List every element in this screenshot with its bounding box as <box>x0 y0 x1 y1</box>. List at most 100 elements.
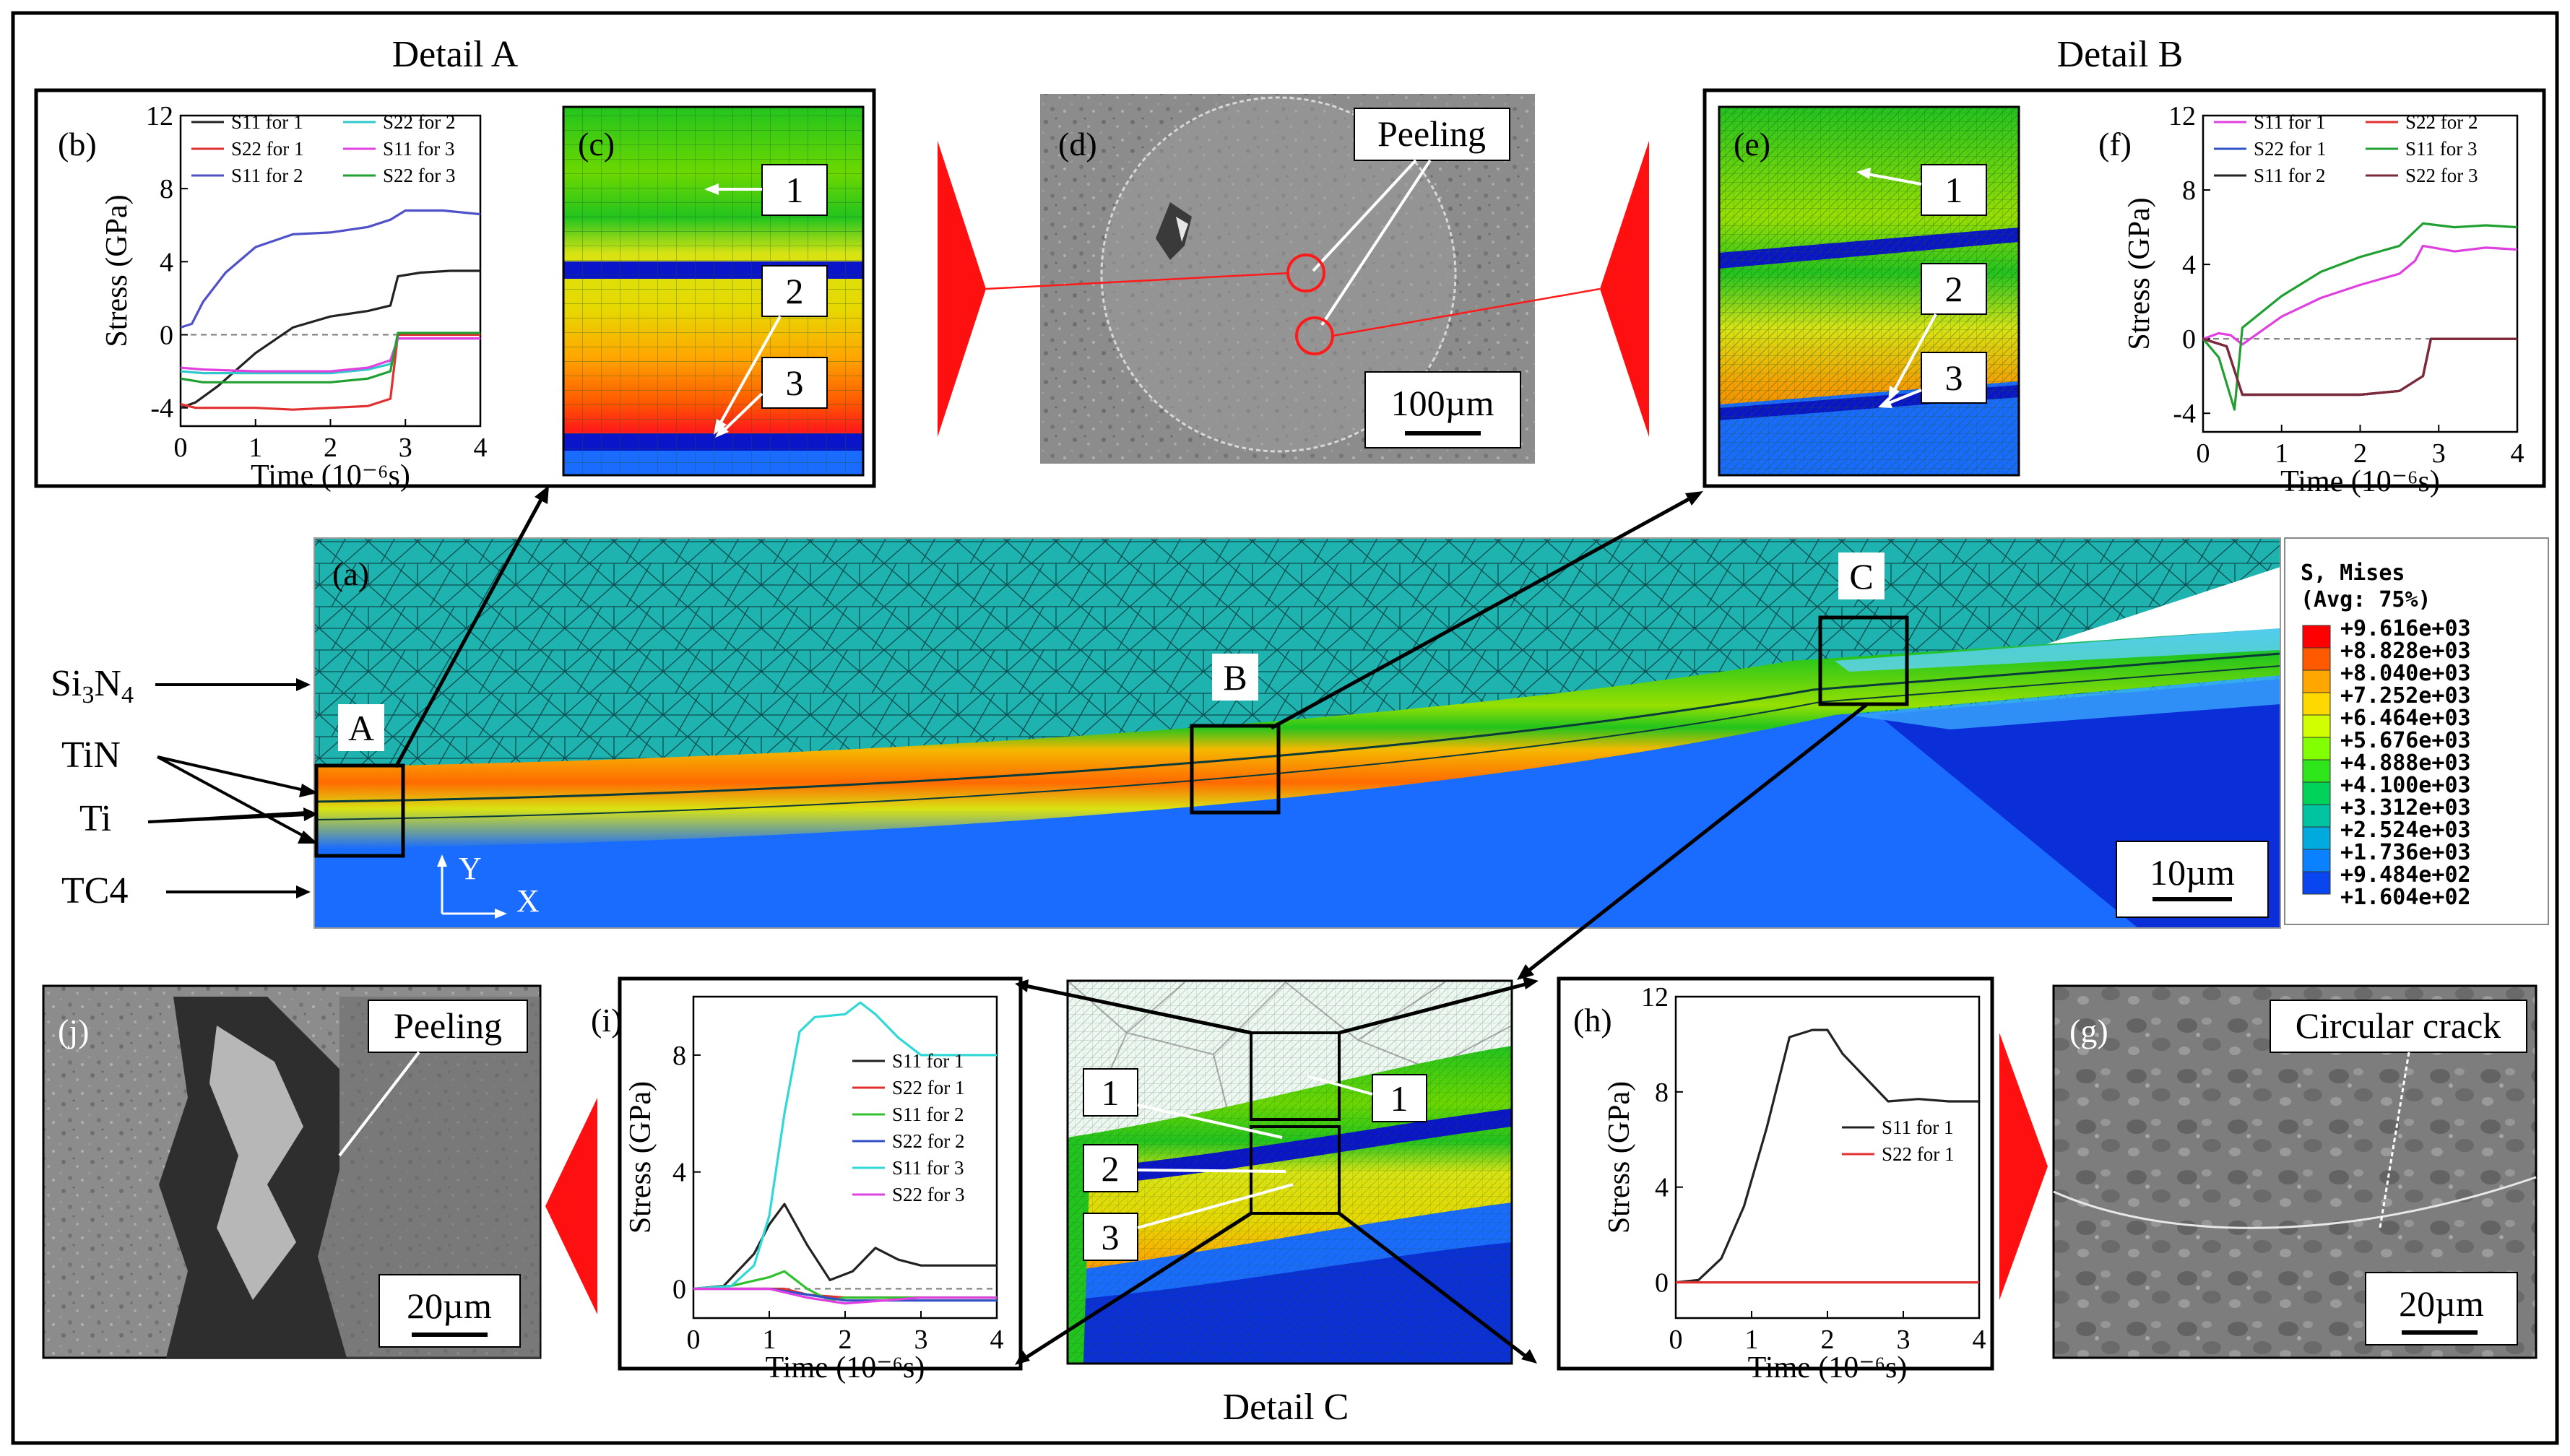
y-tick-label: 12 <box>1641 982 1669 1013</box>
y-tick-label: 8 <box>2182 176 2196 206</box>
legend-level-label: +6.464e+03 <box>2340 706 2471 731</box>
legend-swatch <box>2302 759 2331 783</box>
link-line-left <box>985 272 1290 290</box>
mesh-panel-c: (c) 1 2 3 <box>562 105 865 477</box>
sem-g-scale-label: 20µm <box>2399 1283 2484 1324</box>
y-tick-label: 12 <box>146 101 173 131</box>
y-axis-label: Stress (GPa) <box>100 194 134 347</box>
series-line <box>2202 222 2518 411</box>
series-line <box>693 1202 997 1291</box>
chart-box-h <box>1557 976 1994 1371</box>
x-tick-label: 1 <box>1745 1325 1759 1355</box>
y-tick-label: 0 <box>672 1275 686 1305</box>
y-tick-label: 4 <box>672 1158 686 1188</box>
legend-swatch <box>2302 781 2331 805</box>
legend-entry: S22 for 2 <box>383 111 456 133</box>
y-tick-label: 0 <box>160 321 173 351</box>
mesh-detailc-point-3: 3 <box>1102 1217 1120 1257</box>
series-line <box>2202 337 2517 396</box>
x-tick-label: 4 <box>1973 1325 1986 1355</box>
panel-label-a: (a) <box>332 555 369 592</box>
y-tick-label: 8 <box>160 174 173 204</box>
x-tick-label: 2 <box>324 433 337 463</box>
detail-box-b <box>1190 724 1281 815</box>
legend-entry: S11 for 3 <box>892 1157 964 1179</box>
x-axis-label: Time (10⁻⁶s) <box>2280 465 2440 498</box>
panel-label-d: (d) <box>1058 126 1097 162</box>
pointer-triangle-bottom-left <box>545 1098 597 1314</box>
y-tick-label: 8 <box>1655 1078 1669 1108</box>
legend-entry: S11 for 3 <box>383 138 455 160</box>
series-line <box>2202 244 2518 346</box>
axis-y-label: Y <box>459 851 482 886</box>
legend-entry: S11 for 2 <box>892 1104 964 1125</box>
legend-level-label: +7.252e+03 <box>2340 683 2471 708</box>
legend-title: S, Mises <box>2301 560 2405 586</box>
legend-subtitle: (Avg: 75%) <box>2301 587 2431 612</box>
legend-swatch <box>2302 826 2331 850</box>
fe-scale-label: 10µm <box>2150 852 2235 893</box>
legend-entry: S11 for 1 <box>1882 1117 1954 1138</box>
legend-level-label: +2.524e+03 <box>2340 818 2471 843</box>
detail-box-a-label: A <box>348 708 374 748</box>
y-axis-label: Stress (GPa) <box>2123 197 2156 350</box>
mesh-e-point-1: 1 <box>1945 170 1963 210</box>
series-line <box>180 269 480 410</box>
mesh-panel-detail-c: 1 2 3 1 <box>1015 976 1539 1365</box>
x-tick-label: 0 <box>174 433 188 463</box>
series-line <box>693 1001 997 1291</box>
pointer-triangle-left <box>938 141 986 437</box>
series-line <box>180 333 480 411</box>
mesh-c-point-2: 2 <box>786 271 804 311</box>
x-axis-label: Time (10⁻⁶s) <box>1748 1351 1908 1384</box>
legend-level-label: +1.736e+03 <box>2340 840 2471 865</box>
mesh-e-point-3: 3 <box>1945 358 1963 398</box>
series-line <box>180 209 481 329</box>
legend-entry: S22 for 2 <box>2405 111 2478 133</box>
mesh-c-point-2-box <box>761 265 828 317</box>
legend-swatch <box>2302 670 2331 693</box>
x-tick-label: 0 <box>687 1325 701 1355</box>
detail-box-b-label: B <box>1223 657 1247 698</box>
x-tick-label: 2 <box>839 1325 852 1355</box>
x-tick-label: 2 <box>1821 1325 1835 1355</box>
panel-label-g: (g) <box>2069 1013 2108 1049</box>
legend-swatch <box>2302 849 2331 872</box>
y-tick-label: 4 <box>1655 1173 1669 1203</box>
x-tick-label: 4 <box>990 1325 1004 1355</box>
y-axis-label: Stress (GPa) <box>624 1081 657 1234</box>
panel-label-b: (b) <box>58 126 97 162</box>
fe-model-panel-a: (a) A B C Y X 10µm <box>313 537 2281 929</box>
layer-label-tc4: TC4 <box>61 870 128 911</box>
legend-level-label: +4.100e+03 <box>2340 773 2471 798</box>
pointer-triangle-right <box>1600 141 1649 437</box>
panel-label-h: (h) <box>1573 1002 1612 1039</box>
legend-level-label: +4.888e+03 <box>2340 750 2471 776</box>
legend-level-label: +9.484e+02 <box>2340 862 2471 888</box>
series-line <box>180 332 480 384</box>
legend-entry: S22 for 2 <box>892 1130 965 1152</box>
x-tick-label: 3 <box>2432 438 2446 469</box>
x-axis-label: Time (10⁻⁶s) <box>251 459 410 493</box>
detail-c-title: Detail C <box>1223 1387 1349 1428</box>
panel-label-j: (j) <box>58 1013 89 1049</box>
y-tick-label: 12 <box>2168 101 2196 131</box>
legend-swatch <box>2302 647 2331 671</box>
legend-level-label: +9.616e+03 <box>2340 616 2471 641</box>
legend-entry: S22 for 3 <box>383 165 456 186</box>
panel-label-e: (e) <box>1734 126 1770 162</box>
series-line <box>693 1270 997 1302</box>
legend-level-label: +8.040e+03 <box>2340 661 2471 686</box>
mesh-e-point-2: 2 <box>1945 269 1963 309</box>
legend-swatch <box>2302 871 2331 895</box>
figure-frame <box>11 11 2559 1445</box>
link-line-right <box>1332 287 1601 337</box>
detail-box-c <box>1818 615 1909 706</box>
mises-legend: S, Mises (Avg: 75%) +9.616e+03+8.828e+03… <box>2284 537 2549 925</box>
detail-box-c-label: C <box>1849 556 1873 597</box>
panel-label-c: (c) <box>578 126 615 162</box>
y-tick-label: -4 <box>150 394 173 424</box>
